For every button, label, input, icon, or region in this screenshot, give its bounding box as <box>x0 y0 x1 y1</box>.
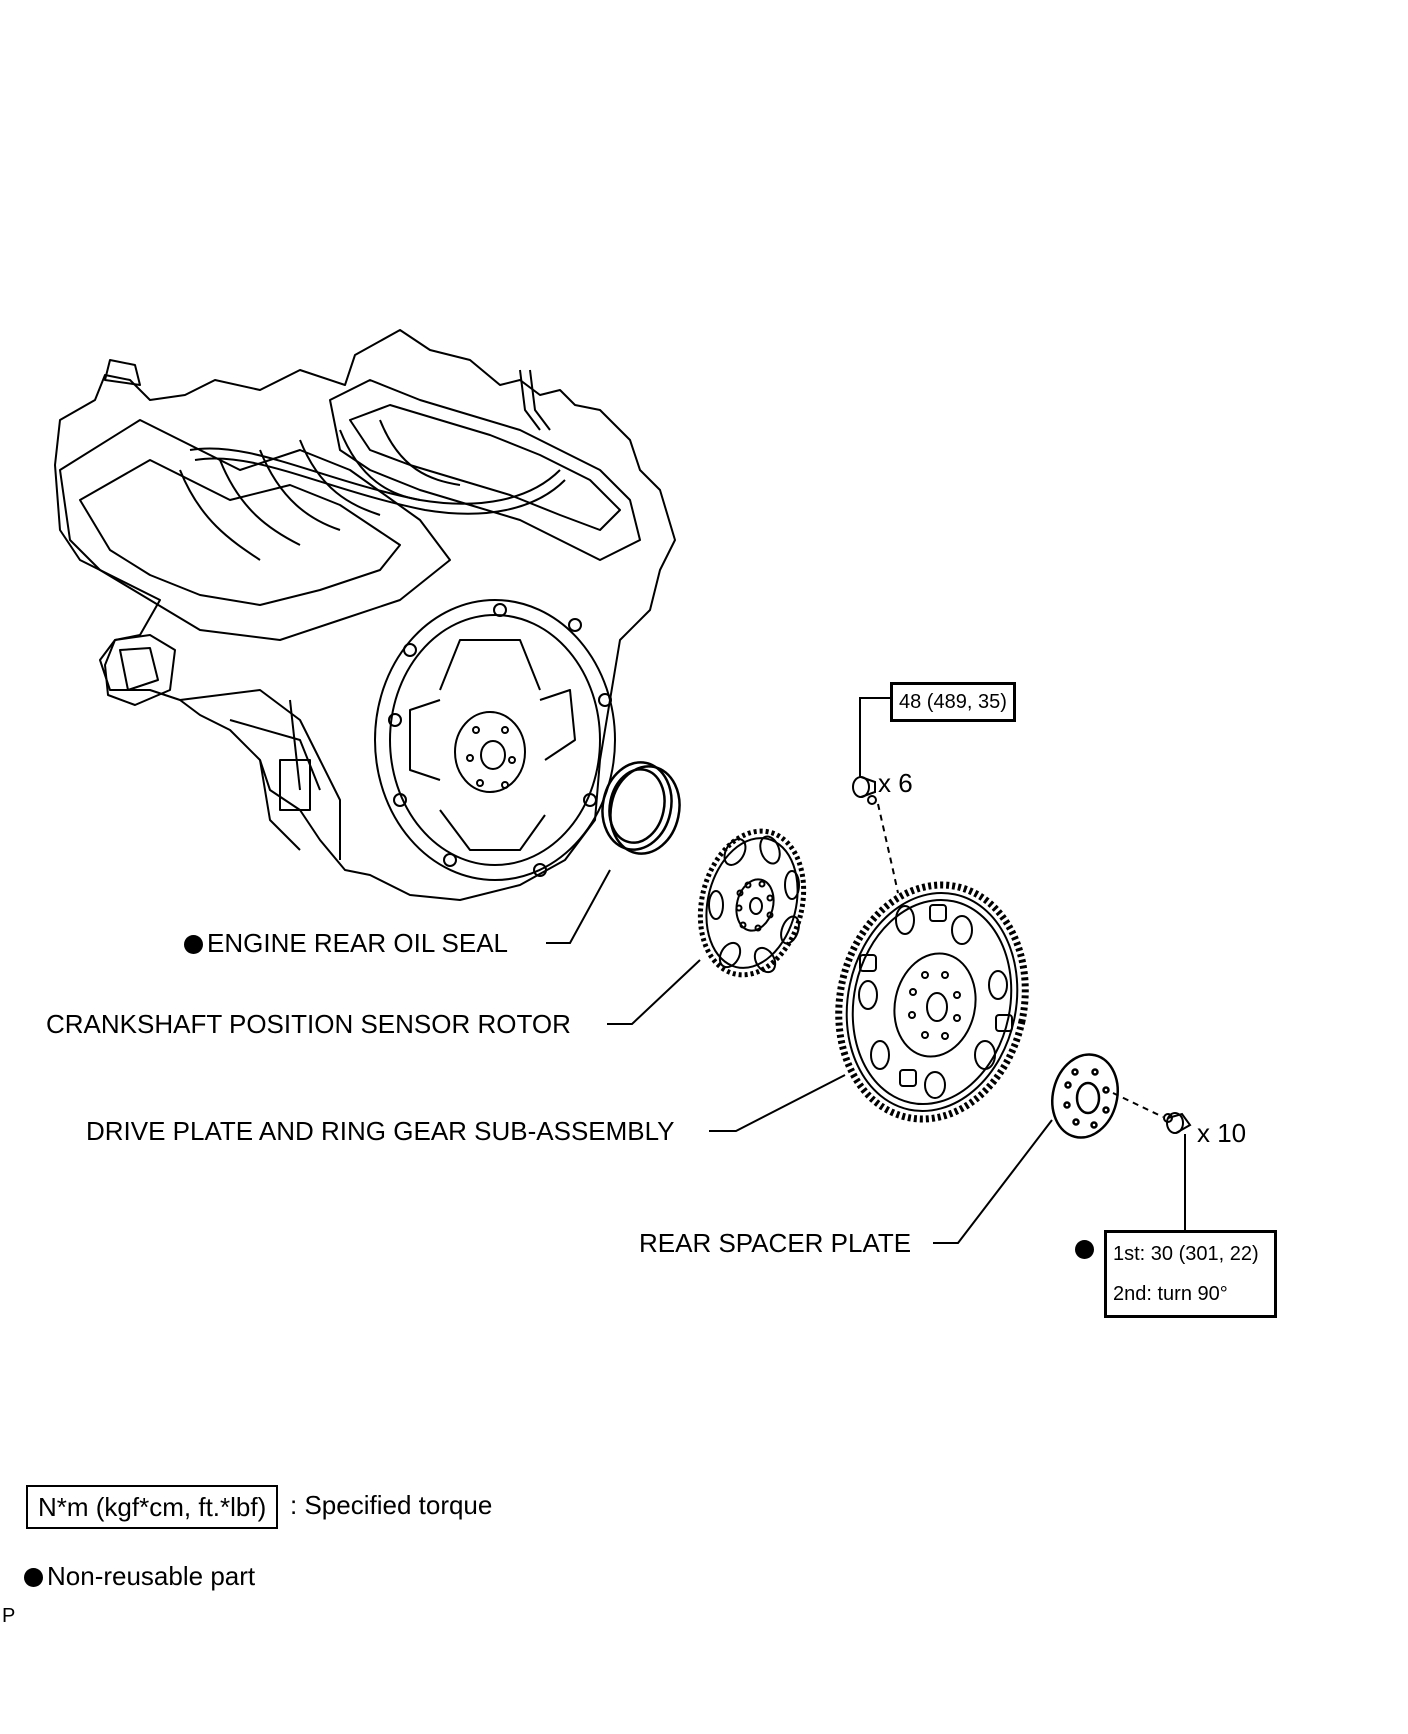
spacer-torque-second: 2nd: turn 90° <box>1113 1283 1228 1305</box>
spacer-plate-torque-box: 1st: 30 (301, 22) 2nd: turn 90° <box>1104 1230 1277 1318</box>
legend-torque-box: N*m (kgf*cm, ft.*lbf) <box>26 1485 279 1529</box>
drive-plate-torque-box: 48 (489, 35) <box>890 682 1016 722</box>
label-drive-plate: DRIVE PLATE AND RING GEAR SUB-ASSEMBLY <box>86 1116 675 1146</box>
assembly-guide-lines <box>877 803 1164 1118</box>
legend-non-reusable-text: Non-reusable part <box>47 1561 256 1591</box>
non-reusable-marker <box>24 1568 43 1587</box>
legend-non-reusable: Non-reusable part <box>24 1561 255 1591</box>
drive-plate-torque-value: 48 (489, 35) <box>899 691 1007 713</box>
rear-spacer-plate-illustration <box>1051 1053 1119 1139</box>
crankshaft-rotor-illustration <box>697 828 807 978</box>
label-engine-rear-oil-seal: ENGINE REAR OIL SEAL <box>184 928 508 958</box>
figure-code: P <box>2 1605 16 1627</box>
engine-rear-oil-seal-illustration <box>601 761 681 855</box>
engine-illustration <box>54 329 676 901</box>
spacer-torque-first: 1st: 30 (301, 22) <box>1113 1243 1259 1265</box>
leader-lines <box>546 697 1186 1244</box>
spacer-plate-bolt-icon <box>1163 1112 1192 1134</box>
label-rear-spacer-plate: REAR SPACER PLATE <box>639 1228 912 1258</box>
drive-plate-bolt-quantity: x 6 <box>878 768 913 798</box>
drive-plate-illustration <box>835 881 1029 1123</box>
legend-torque-text: : Specified torque <box>290 1490 493 1520</box>
spacer-bolt-quantity: x 10 <box>1197 1118 1247 1148</box>
non-reusable-marker <box>184 935 203 954</box>
drive-plate-bolt-icon <box>852 776 877 805</box>
non-reusable-marker <box>1075 1240 1094 1259</box>
engine-rear-oil-seal-text: ENGINE REAR OIL SEAL <box>207 928 509 958</box>
label-crankshaft-rotor: CRANKSHAFT POSITION SENSOR ROTOR <box>46 1009 571 1039</box>
